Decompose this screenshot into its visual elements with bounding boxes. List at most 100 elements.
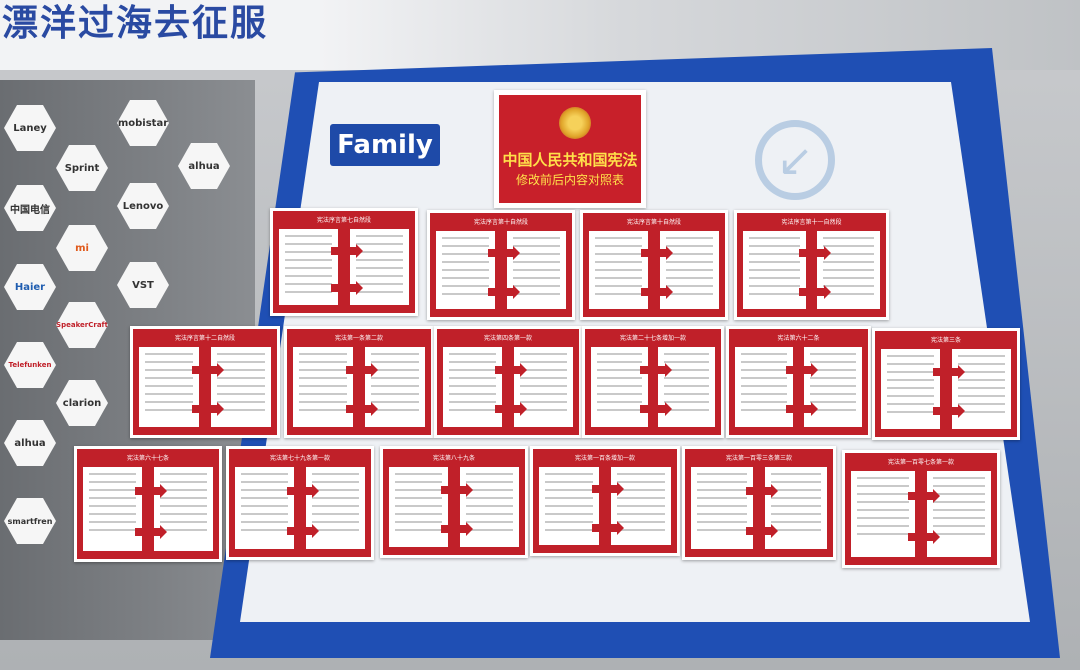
text-line [299, 385, 348, 387]
poster-red-background: 宪法第六十二条 [729, 329, 868, 435]
before-text-box [691, 467, 754, 549]
amendment-poster: 宪法序言第十自然段 [580, 210, 728, 320]
arrow-right-icon [192, 363, 224, 377]
text-line [741, 353, 787, 355]
poster-red-background: 宪法第六十七条 [77, 449, 219, 559]
text-line [285, 235, 333, 237]
before-text-box [139, 347, 200, 427]
poster-title: 中国人民共和国宪法 [502, 151, 638, 169]
text-line [810, 377, 856, 379]
text-line [597, 409, 642, 411]
text-line [465, 489, 513, 491]
text-line [664, 377, 709, 379]
text-line [299, 393, 348, 395]
poster-title: 宪法第一百零七条第一款 [887, 459, 954, 466]
text-line [887, 379, 935, 381]
text-line [370, 353, 419, 355]
text-line [933, 501, 985, 503]
text-line [857, 525, 909, 527]
amendment-poster: 宪法第六十二条 [726, 326, 871, 438]
text-line [957, 371, 1005, 373]
text-line [597, 377, 642, 379]
text-line [449, 401, 497, 403]
text-line [665, 285, 713, 287]
text-line [89, 473, 137, 475]
text-line [857, 533, 909, 535]
text-line [216, 393, 265, 395]
text-line [595, 285, 643, 287]
poster-red-background: 宪法第一条第二款 [287, 329, 431, 435]
text-line [545, 521, 594, 523]
arrow-right-icon [933, 365, 965, 379]
text-line [370, 385, 419, 387]
text-line [512, 293, 560, 295]
text-line [665, 293, 713, 295]
text-line [512, 269, 560, 271]
text-line [595, 245, 643, 247]
text-line [159, 489, 207, 491]
poster-title: 宪法序言第十自然段 [473, 219, 528, 226]
poster-red-background: 宪法第四条第一款 [437, 329, 579, 435]
text-line [89, 505, 137, 507]
text-line [823, 285, 874, 287]
poster-title: 宪法第四条第一款 [483, 335, 532, 342]
arrow-right-icon [135, 525, 167, 539]
before-text-box [83, 467, 143, 551]
text-line [216, 353, 265, 355]
text-line [616, 497, 665, 499]
text-line [311, 521, 359, 523]
poster-title: 宪法第六十七条 [126, 455, 169, 462]
title-poster-background: 中国人民共和国宪法 修改前后内容对照表 [499, 95, 641, 203]
arrow-right-icon [908, 530, 940, 544]
text-line [299, 377, 348, 379]
text-line [311, 473, 359, 475]
poster-red-background: 宪法第七十九条第一款 [229, 449, 371, 557]
text-line [89, 529, 137, 531]
text-line [89, 481, 137, 483]
text-line [664, 385, 709, 387]
text-line [770, 521, 821, 523]
text-line [770, 473, 821, 475]
before-text-box [436, 231, 496, 309]
poster-title: 宪法第六十二条 [777, 335, 820, 342]
arrow-right-icon [488, 285, 520, 299]
before-text-box [279, 229, 339, 305]
poster-red-background: 宪法第一百条增加一款 [533, 449, 677, 553]
poster-red-background: 宪法序言第十二自然段 [133, 329, 277, 435]
poster-title: 宪法第八十九条 [432, 455, 475, 462]
arrow-right-icon [785, 402, 818, 416]
text-line [616, 513, 665, 515]
text-line [823, 277, 874, 279]
arrow-right-icon [641, 246, 673, 260]
text-line [749, 245, 800, 247]
text-line [395, 529, 443, 531]
amendment-poster: 宪法第二十七条增加一款 [582, 326, 724, 438]
text-line [299, 401, 348, 403]
text-line [887, 403, 935, 405]
text-line [697, 505, 748, 507]
arrow-right-icon [746, 524, 778, 538]
arrow-right-icon [785, 363, 818, 377]
text-line [749, 237, 800, 239]
text-line [465, 481, 513, 483]
text-line [216, 361, 265, 363]
text-line [216, 377, 265, 379]
arrow-right-icon [640, 402, 672, 416]
text-line [595, 269, 643, 271]
text-line [545, 505, 594, 507]
text-line [145, 377, 194, 379]
text-line [449, 409, 497, 411]
text-line [595, 261, 643, 263]
text-line [749, 261, 800, 263]
text-line [465, 473, 513, 475]
text-line [616, 489, 665, 491]
arrow-right-icon [346, 363, 378, 377]
text-line [89, 521, 137, 523]
arrow-right-icon [135, 484, 167, 498]
text-line [887, 387, 935, 389]
text-line [89, 489, 137, 491]
text-line [159, 497, 207, 499]
text-line [370, 377, 419, 379]
text-line [285, 267, 333, 269]
text-line [957, 387, 1005, 389]
